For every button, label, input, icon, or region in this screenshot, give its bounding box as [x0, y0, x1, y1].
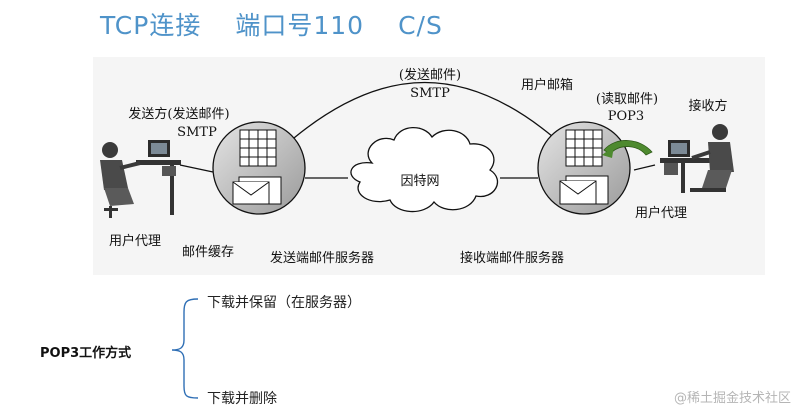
- title-port: 端口号110: [235, 11, 365, 40]
- pop-link-protocol-label: POP3: [607, 109, 645, 124]
- sender-workstation-icon: [100, 140, 181, 218]
- sender-agent-label: 用户代理: [108, 234, 162, 249]
- internet-label: 因特网: [400, 174, 440, 189]
- sender-protocol-label: SMTP: [177, 125, 217, 140]
- receiver-role-label: 接收方: [688, 99, 728, 114]
- pop-link-action-label: (读取邮件): [595, 92, 659, 107]
- internet-cloud: [350, 126, 498, 213]
- send-server-label: 发送端邮件服务器: [269, 251, 375, 266]
- sender-role-label: 发送方(发送邮件): [128, 107, 230, 122]
- pop3-arrow: [602, 140, 653, 158]
- pop3-modes-label: POP3工作方式: [40, 346, 132, 361]
- send-mail-server: [212, 121, 306, 215]
- send-server-mail-icon: [232, 176, 282, 205]
- receiver-agent-label: 用户代理: [634, 206, 688, 221]
- receiver-to-receive-server-line: [633, 164, 656, 171]
- watermark: @稀土掘金技术社区: [673, 391, 791, 406]
- mailbox-grid-icon: [565, 129, 603, 167]
- smtp-link-action-label: (发送邮件): [398, 68, 462, 83]
- receive-server-label: 接收端邮件服务器: [459, 251, 565, 266]
- pop3-modes-bracket: [171, 298, 199, 399]
- connection-lines: [179, 82, 656, 179]
- smtp-link-protocol-label: SMTP: [410, 86, 450, 101]
- receiver-workstation-icon: [660, 124, 734, 193]
- slide-title: TCP连接 端口号110 C/S: [100, 6, 477, 42]
- pop3-option-delete: 下载并删除: [207, 391, 277, 407]
- send-server-grid-icon: [239, 129, 277, 167]
- mail-cache-label: 邮件缓存: [181, 245, 235, 260]
- pop3-option-keep: 下载并保留（在服务器）: [207, 295, 361, 311]
- mailbox-label: 用户邮箱: [520, 78, 574, 93]
- title-protocol: TCP连接: [100, 11, 202, 40]
- receive-server-mail-icon: [559, 175, 609, 205]
- sender-to-send-server-line: [179, 164, 214, 173]
- receive-mail-server: [537, 121, 631, 215]
- title-model: C/S: [398, 11, 443, 40]
- smtp-link-line: [279, 82, 569, 151]
